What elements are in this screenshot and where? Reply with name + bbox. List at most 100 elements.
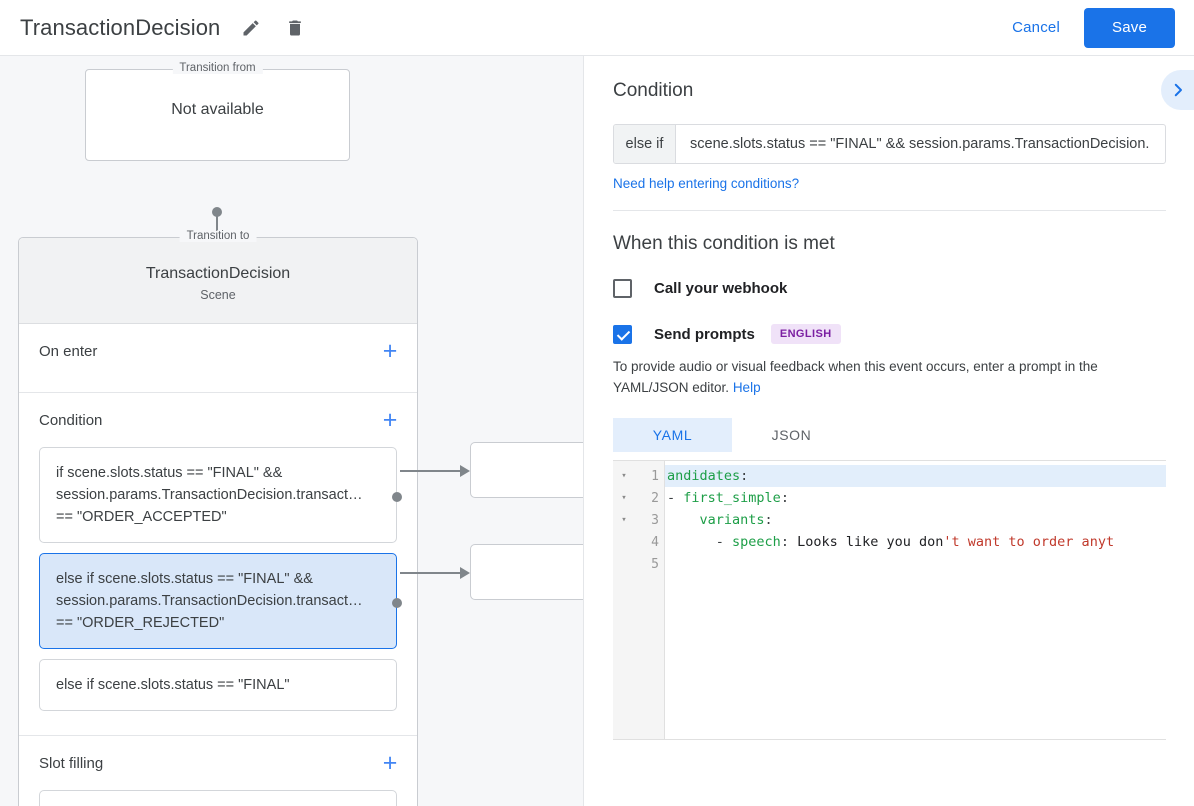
- add-slot-filling-button[interactable]: +: [382, 748, 398, 777]
- cancel-button[interactable]: Cancel: [1012, 19, 1060, 36]
- chevron-right-icon-glyph: [1174, 83, 1182, 97]
- target-card-rejected[interactable]: [470, 544, 583, 600]
- editor-gutter-row: ▾1: [613, 465, 664, 487]
- section-title-on-enter: On enter: [39, 342, 98, 360]
- code-token: :: [780, 534, 798, 550]
- tab-json[interactable]: JSON: [771, 427, 812, 443]
- section-title-slot-filling: Slot filling: [39, 754, 104, 772]
- scene-header: Transition to TransactionDecision Scene: [19, 230, 417, 324]
- condition-help-link[interactable]: Need help entering conditions?: [613, 176, 800, 191]
- editor-gutter-row: 5: [613, 553, 664, 575]
- condition-card[interactable]: else if scene.slots.status == "FINAL" &&…: [39, 553, 402, 649]
- tab-yaml[interactable]: YAML: [613, 418, 732, 452]
- transition-to-legend: Transition to: [179, 230, 257, 242]
- page-title: TransactionDecision: [20, 14, 221, 40]
- prompts-help-link[interactable]: Help: [732, 380, 761, 395]
- pencil-icon-glyph: [243, 19, 259, 35]
- webhook-row: Call your webhook: [613, 279, 1166, 298]
- code-token: -: [667, 490, 684, 506]
- code-token: variants: [699, 512, 765, 528]
- scene-name: TransactionDecision: [145, 265, 291, 282]
- scene-type: Scene: [200, 288, 236, 302]
- section-header-on-enter: On enter +: [19, 324, 417, 378]
- section-on-enter: On enter +: [19, 324, 417, 393]
- trash-icon-glyph: [289, 20, 302, 35]
- code-line: [665, 553, 1166, 575]
- send-prompts-row: Send prompts ENGLISH: [613, 324, 1166, 344]
- section-title-condition: Condition: [39, 411, 103, 429]
- editor-gutter-row: 4: [613, 531, 664, 553]
- code-token: :: [740, 468, 749, 484]
- section-header-condition: Condition +: [19, 393, 417, 447]
- code-line: variants:: [665, 509, 1166, 531]
- edge-line-accepted: [400, 470, 466, 472]
- condition-input-row: else if: [613, 124, 1166, 164]
- fold-toggle-icon[interactable]: ▾: [621, 493, 627, 503]
- prompts-description-text: To provide audio or visual feedback when…: [613, 359, 1098, 395]
- condition-card-text: else if scene.slots.status == "FINAL" &&…: [56, 571, 363, 631]
- add-on-enter-button[interactable]: +: [382, 336, 398, 365]
- code-token: speech: [732, 534, 781, 550]
- code-token: Looks like you don: [797, 534, 944, 550]
- edge-arrow-rejected-icon: [460, 567, 470, 579]
- pencil-icon[interactable]: [238, 15, 264, 41]
- transition-from-value: Not available: [171, 101, 264, 118]
- edge-line-rejected: [400, 572, 466, 574]
- chevron-right-icon[interactable]: [1161, 70, 1194, 110]
- condition-card-text: if scene.slots.status == "FINAL" && sess…: [56, 465, 363, 525]
- edge-arrow-accepted-icon: [460, 465, 470, 477]
- when-condition-met-heading: When this condition is met: [613, 233, 835, 254]
- fold-toggle-icon[interactable]: ▾: [621, 471, 627, 481]
- editor-code-area[interactable]: andidates:- first_simple: variants: - sp…: [665, 461, 1166, 739]
- section-condition: Condition + if scene.slots.status == "FI…: [19, 393, 417, 736]
- scene-canvas: Transition from Not available Transition…: [0, 56, 584, 806]
- condition-input[interactable]: [676, 125, 1165, 163]
- panel-body: When this condition is met Call your web…: [585, 211, 1194, 740]
- code-line: andidates:: [665, 465, 1166, 487]
- line-number: 4: [651, 534, 659, 550]
- code-token: -: [667, 534, 733, 550]
- condition-card[interactable]: if scene.slots.status == "FINAL" && sess…: [39, 447, 402, 543]
- panel-top: Condition else if Need help entering con…: [585, 56, 1194, 211]
- save-button[interactable]: Save: [1084, 7, 1175, 48]
- code-token: :: [764, 512, 773, 528]
- code-token: :: [780, 490, 789, 506]
- add-condition-button[interactable]: +: [382, 405, 398, 434]
- code-token: first_simple: [683, 490, 781, 506]
- line-number: 2: [651, 490, 659, 506]
- code-line: - speech: Looks like you don't want to o…: [665, 531, 1166, 553]
- send-prompts-checkbox[interactable]: [613, 324, 632, 344]
- line-number: 5: [651, 556, 659, 572]
- code-token: [667, 512, 700, 528]
- condition-card-text: else if scene.slots.status == "FINAL": [56, 677, 290, 693]
- language-badge: ENGLISH: [770, 324, 841, 344]
- transition-from-box: Transition from Not available: [85, 62, 350, 161]
- condition-node-dot: [392, 598, 402, 608]
- transition-from-legend: Transition from: [172, 62, 263, 74]
- condition-card[interactable]: else if scene.slots.status == "FINAL": [39, 659, 397, 711]
- panel-divider: [613, 210, 1166, 211]
- transition-to-card: Transition to TransactionDecision Scene …: [18, 230, 418, 806]
- fold-toggle-icon[interactable]: ▾: [621, 515, 627, 525]
- app-header: TransactionDecision Cancel Save: [0, 0, 1194, 56]
- target-card-accepted[interactable]: [470, 442, 583, 498]
- condition-node-dot: [392, 492, 402, 502]
- call-webhook-checkbox[interactable]: [613, 279, 632, 298]
- editor-tabs: YAML JSON: [613, 418, 1166, 452]
- condition-prefix-label: else if: [614, 125, 676, 163]
- code-token: 't want to order anyt: [943, 534, 1115, 550]
- editor-gutter-row: ▾3: [613, 509, 664, 531]
- editor-gutter-row: ▾2: [613, 487, 664, 509]
- panel-title: Condition: [613, 80, 694, 101]
- line-number: 1: [651, 468, 659, 484]
- call-webhook-label: Call your webhook: [654, 280, 788, 297]
- code-line: - first_simple:: [665, 487, 1166, 509]
- section-header-slot-filling: Slot filling +: [19, 736, 417, 790]
- slot-validation-card[interactable]: Slot validation: [39, 790, 397, 806]
- trash-icon[interactable]: [282, 15, 308, 41]
- line-number: 3: [651, 512, 659, 528]
- section-slot-filling: Slot filling + Slot validation: [19, 736, 417, 806]
- code-token: andidates: [667, 468, 741, 484]
